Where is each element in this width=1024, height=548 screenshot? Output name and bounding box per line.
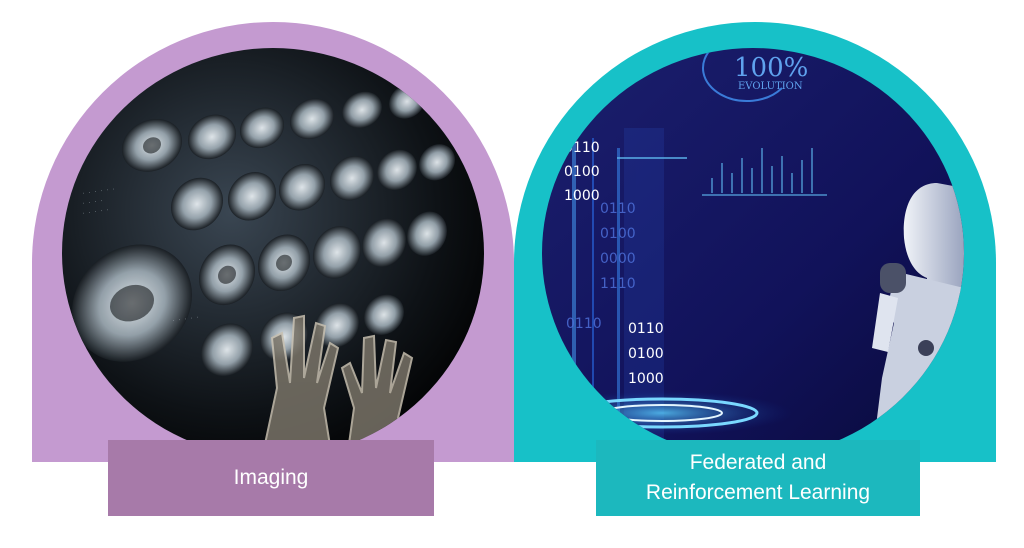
binary-text: 1110 <box>600 276 636 292</box>
binary-text: 1000 <box>628 371 664 387</box>
svg-text:· · · · · ·: · · · · · · <box>82 187 115 198</box>
binary-text: 1000 <box>564 188 600 204</box>
imaging-label-text: Imaging <box>233 466 309 489</box>
brain-scan-image: · · · · · ·· · · · · · · · ·· · · · · <box>62 48 484 458</box>
imaging-illustration: · · · · · ·· · · · · · · · ·· · · · · <box>62 48 484 458</box>
svg-text:· · · · ·: · · · · · <box>82 207 109 217</box>
binary-text: 0110 <box>566 316 602 332</box>
binary-text: 0110 <box>564 140 600 156</box>
evolution-caption: EVOLUTION <box>738 81 803 92</box>
learning-illustration: 100% EVOLUTION 0110 0100 1000 0110 0100 … <box>542 48 964 458</box>
svg-text:· · · · ·: · · · · · <box>172 315 199 325</box>
binary-text: 0100 <box>600 226 636 242</box>
binary-text: 0100 <box>628 346 664 362</box>
learning-label-text: Federated and Reinforcement Learning <box>645 451 871 504</box>
imaging-label: Imaging <box>108 440 434 516</box>
evolution-percent: 100% <box>734 53 808 83</box>
binary-text: 0000 <box>600 251 636 267</box>
binary-text: 0100 <box>564 164 600 180</box>
svg-text:· · · ·: · · · · <box>82 198 103 207</box>
robot-binary-image: 100% EVOLUTION 0110 0100 1000 0110 0100 … <box>542 48 964 458</box>
binary-text: 0110 <box>628 321 664 337</box>
learning-label: Federated and Reinforcement Learning <box>596 440 920 516</box>
binary-text: 0110 <box>600 201 636 217</box>
